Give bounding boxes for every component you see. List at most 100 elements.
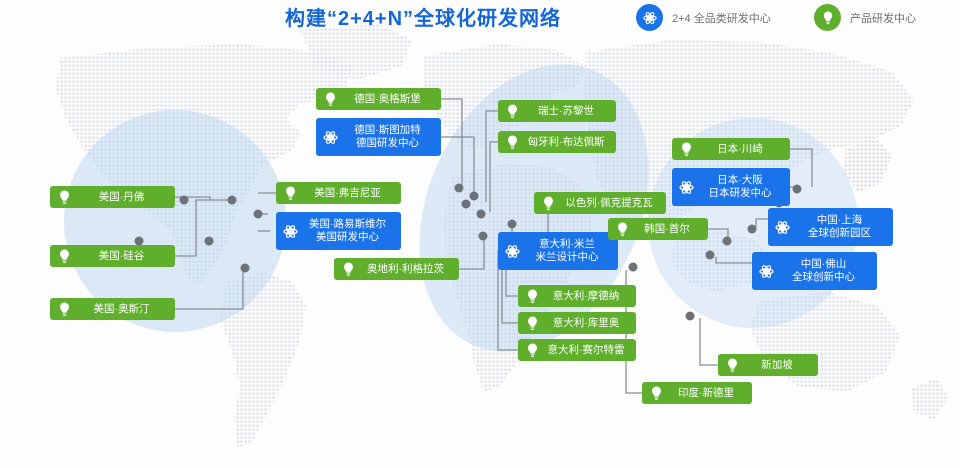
map-marker-dot[interactable]	[628, 262, 638, 272]
location-label-text: 印度·新德里	[670, 387, 742, 400]
location-label-denver[interactable]: 美国·丹佛	[50, 186, 175, 208]
location-label-text: 日本·川崎	[700, 143, 780, 156]
location-label-zurich[interactable]: 瑞士·苏黎世	[498, 100, 616, 122]
location-label-line: 新加坡	[761, 358, 793, 371]
map-marker-dot[interactable]	[469, 191, 479, 201]
map-marker-dot[interactable]	[461, 199, 471, 209]
lightbulb-icon	[540, 195, 557, 212]
map-marker-dot[interactable]	[747, 224, 757, 234]
map-marker-dot[interactable]	[705, 250, 715, 260]
atom-gear-icon	[322, 129, 339, 146]
map-marker-dot[interactable]	[454, 183, 464, 193]
location-label-text: 德国·奥格斯堡	[344, 93, 431, 106]
header: 构建“2+4+N”全球化研发网络 2+4 全品类研发中心	[0, 0, 960, 34]
location-label-text: 美国·路易斯维尔美国研发中心	[304, 218, 391, 244]
atom-gear-icon	[282, 223, 299, 240]
location-label-siliconvalley[interactable]: 美国·硅谷	[50, 245, 175, 267]
map-marker-dot[interactable]	[722, 236, 732, 246]
location-label-line: 日本·大阪	[717, 174, 763, 186]
map-marker-dot[interactable]	[507, 219, 517, 229]
location-label-line: 德国·斯图加特	[354, 124, 421, 136]
map-marker-dot[interactable]	[134, 236, 144, 246]
location-label-stuttgart[interactable]: 德国·斯图加特德国研发中心	[316, 118, 441, 156]
location-label-louisville[interactable]: 美国·路易斯维尔美国研发中心	[276, 212, 401, 250]
legend-label-blue: 2+4 全品类研发中心	[672, 12, 771, 25]
location-label-line: 意大利·米兰	[539, 238, 595, 250]
location-label-newdelhi[interactable]: 印度·新德里	[642, 382, 752, 404]
location-label-line: 德国研发中心	[356, 137, 419, 149]
location-label-line: 美国·硅谷	[98, 249, 145, 262]
map-marker-dot[interactable]	[478, 231, 488, 241]
location-label-line: 以色列·佩克提克瓦	[565, 196, 653, 209]
lightbulb-icon	[340, 261, 357, 278]
location-label-line: 意大利·库里奥	[552, 316, 620, 329]
map-marker-dot[interactable]	[685, 311, 695, 321]
lightbulb-icon	[322, 91, 339, 108]
location-label-line: 印度·新德里	[678, 386, 734, 399]
location-label-line: 美国研发中心	[316, 231, 379, 243]
location-label-text: 瑞士·苏黎世	[526, 105, 606, 118]
location-label-text: 意大利·米兰米兰设计中心	[526, 238, 608, 264]
map-marker-dot[interactable]	[253, 209, 263, 219]
map-marker-dot[interactable]	[792, 184, 802, 194]
map-marker-dot[interactable]	[204, 236, 214, 246]
location-label-petahtikva[interactable]: 以色列·佩克提克瓦	[534, 192, 666, 214]
location-label-line: 全球创新园区	[808, 227, 871, 239]
lightbulb-icon	[504, 103, 521, 120]
map-marker-dot[interactable]	[227, 195, 237, 205]
location-label-virginia[interactable]: 美国·弗吉尼亚	[276, 182, 401, 204]
location-label-text: 以色列·佩克提克瓦	[562, 197, 656, 210]
location-label-text: 美国·奥斯汀	[78, 303, 165, 316]
lightbulb-icon	[56, 189, 73, 206]
location-label-line: 日本研发中心	[708, 187, 772, 199]
location-label-seoul[interactable]: 韩国·首尔	[608, 218, 708, 240]
atom-gear-icon	[504, 243, 521, 260]
location-label-text: 美国·硅谷	[78, 250, 165, 263]
location-label-milan[interactable]: 意大利·米兰米兰设计中心	[498, 232, 618, 270]
location-label-osaka[interactable]: 日本·大阪日本研发中心	[672, 168, 790, 206]
lightbulb-icon	[56, 301, 73, 318]
lightbulb-icon	[504, 134, 521, 151]
location-label-line: 匈牙利·布达佩斯	[527, 135, 605, 148]
location-label-singapore[interactable]: 新加坡	[718, 354, 818, 376]
location-label-modena[interactable]: 意大利·摩德纳	[518, 285, 636, 307]
location-label-text: 中国·上海全球创新园区	[796, 214, 883, 240]
location-label-text: 美国·弗吉尼亚	[304, 187, 391, 200]
map-marker-dot[interactable]	[240, 263, 250, 273]
location-label-line: 美国·弗吉尼亚	[314, 186, 381, 199]
location-label-graz[interactable]: 奥地利·利格拉茨	[334, 258, 459, 280]
region-highlight-americas	[64, 110, 286, 332]
lightbulb-icon	[614, 221, 631, 238]
legend-label-green: 产品研发中心	[850, 12, 916, 25]
location-label-kawasaki[interactable]: 日本·川崎	[672, 138, 790, 160]
location-label-text: 意大利·摩德纳	[546, 290, 626, 303]
location-label-line: 全球创新中心	[792, 271, 855, 283]
location-label-saltrere[interactable]: 意大利·赛尔特雷	[518, 339, 636, 361]
location-label-shanghai[interactable]: 中国·上海全球创新园区	[768, 208, 893, 246]
location-label-text: 日本·大阪日本研发中心	[700, 174, 780, 200]
location-label-line: 米兰设计中心	[535, 251, 599, 263]
location-label-budapest[interactable]: 匈牙利·布达佩斯	[498, 131, 616, 153]
map-marker-dot[interactable]	[476, 209, 486, 219]
location-label-line: 美国·奥斯汀	[93, 302, 150, 315]
lightbulb-icon	[524, 288, 541, 305]
location-label-line: 美国·路易斯维尔	[309, 218, 386, 230]
lightbulb-icon	[648, 385, 665, 402]
location-label-austin[interactable]: 美国·奥斯汀	[50, 298, 175, 320]
location-label-text: 中国·佛山全球创新中心	[780, 258, 867, 284]
map-marker-dot[interactable]	[179, 195, 189, 205]
location-label-line: 意大利·赛尔特雷	[547, 343, 625, 356]
location-label-line: 中国·上海	[816, 214, 863, 226]
location-label-text: 新加坡	[746, 359, 808, 372]
location-label-text: 匈牙利·布达佩斯	[526, 136, 606, 149]
lightbulb-icon	[56, 248, 73, 265]
location-label-line: 中国·佛山	[800, 258, 847, 270]
page-title: 构建“2+4+N”全球化研发网络	[285, 8, 562, 30]
location-label-line: 瑞士·苏黎世	[538, 104, 594, 117]
location-label-curio[interactable]: 意大利·库里奥	[518, 312, 636, 334]
location-label-text: 意大利·库里奥	[546, 317, 626, 330]
location-label-augsburg[interactable]: 德国·奥格斯堡	[316, 88, 441, 110]
location-label-text: 韩国·首尔	[636, 223, 698, 236]
location-label-foshan[interactable]: 中国·佛山全球创新中心	[752, 252, 877, 290]
